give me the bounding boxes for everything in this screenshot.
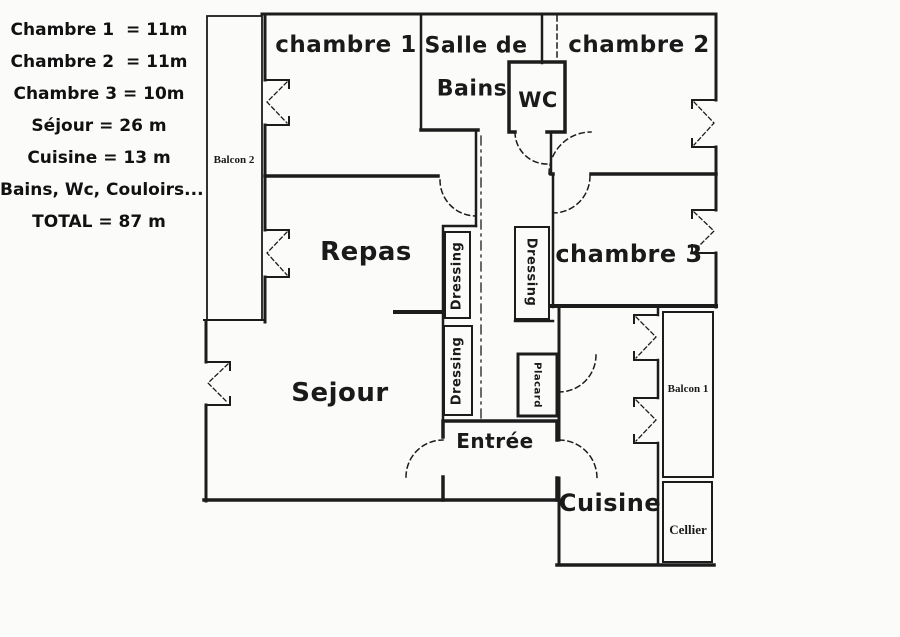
wc-box <box>507 60 567 134</box>
window-chambre3 <box>691 209 717 254</box>
room-label-cuisine: Cuisine <box>558 489 662 517</box>
room-label-chambre1: chambre 1 <box>275 32 417 58</box>
balcon2-outline <box>206 15 263 321</box>
cellier-outline <box>662 481 713 563</box>
sejour-entree-door-arc <box>405 439 444 478</box>
legend-line-total: TOTAL = 87 m <box>32 212 166 232</box>
legend-line-chambre1: Chambre 1 = 11m <box>10 20 188 40</box>
interior-walls <box>263 12 718 567</box>
window-sejour <box>205 361 231 406</box>
legend-line-chambre3: Chambre 3 = 10m <box>13 84 185 104</box>
room-label-wc: WC <box>518 88 558 112</box>
room-label-salle-de-bains-line2: Bains <box>436 76 508 102</box>
window-symbols <box>205 79 717 444</box>
legend-line-cuisine: Cuisine = 13 m <box>27 148 171 168</box>
room-label-sejour: Sejour <box>291 378 389 408</box>
repas-door-arc <box>439 179 477 217</box>
room-label-placard: Placard <box>531 362 543 408</box>
legend-line-bains-wc-couloirs: Bains, Wc, Couloirs... <box>0 180 204 200</box>
cuisine-door-arc <box>558 439 598 479</box>
room-label-chambre3: chambre 3 <box>555 240 703 268</box>
room-label-dressing-left-bottom: Dressing <box>449 336 465 406</box>
window-cuisine-upper <box>633 314 659 361</box>
room-label-balcon1: Balcon 1 <box>667 383 709 395</box>
room-label-salle-de-bains-line1: Salle de <box>424 33 528 59</box>
legend-line-sejour: Séjour = 26 m <box>31 116 167 136</box>
legend: Chambre 1 = 11m Chambre 2 = 11m Chambre … <box>0 14 204 238</box>
room-label-repas: Repas <box>320 237 412 267</box>
window-cuisine-lower <box>633 397 659 444</box>
balconies-and-cellar <box>206 15 714 563</box>
window-chambre2 <box>691 99 717 148</box>
window-repas <box>264 229 290 278</box>
placard-door-arc <box>558 354 597 393</box>
room-label-balcon2: Balcon 2 <box>213 154 255 166</box>
room-label-cellier: Cellier <box>669 522 707 537</box>
room-label-entree: Entrée <box>456 429 534 453</box>
room-label-dressing-left-top: Dressing <box>449 241 465 311</box>
placard-box <box>516 352 559 418</box>
entree-walls <box>441 419 559 502</box>
wc-door-arc <box>514 131 548 165</box>
balcon1-outline <box>662 311 714 478</box>
room-label-dressing-right: Dressing <box>523 237 539 307</box>
dressing-box-left-bottom <box>443 325 473 416</box>
chambre2-door-arc <box>548 131 592 175</box>
dressing-box-right <box>514 226 550 320</box>
window-chambre1 <box>264 79 290 126</box>
legend-line-chambre2: Chambre 2 = 11m <box>10 52 188 72</box>
door-arcs <box>405 131 598 479</box>
room-label-chambre2: chambre 2 <box>568 32 710 58</box>
dressing-box-left-top <box>444 231 471 319</box>
chambre3-door-arc <box>552 175 591 214</box>
